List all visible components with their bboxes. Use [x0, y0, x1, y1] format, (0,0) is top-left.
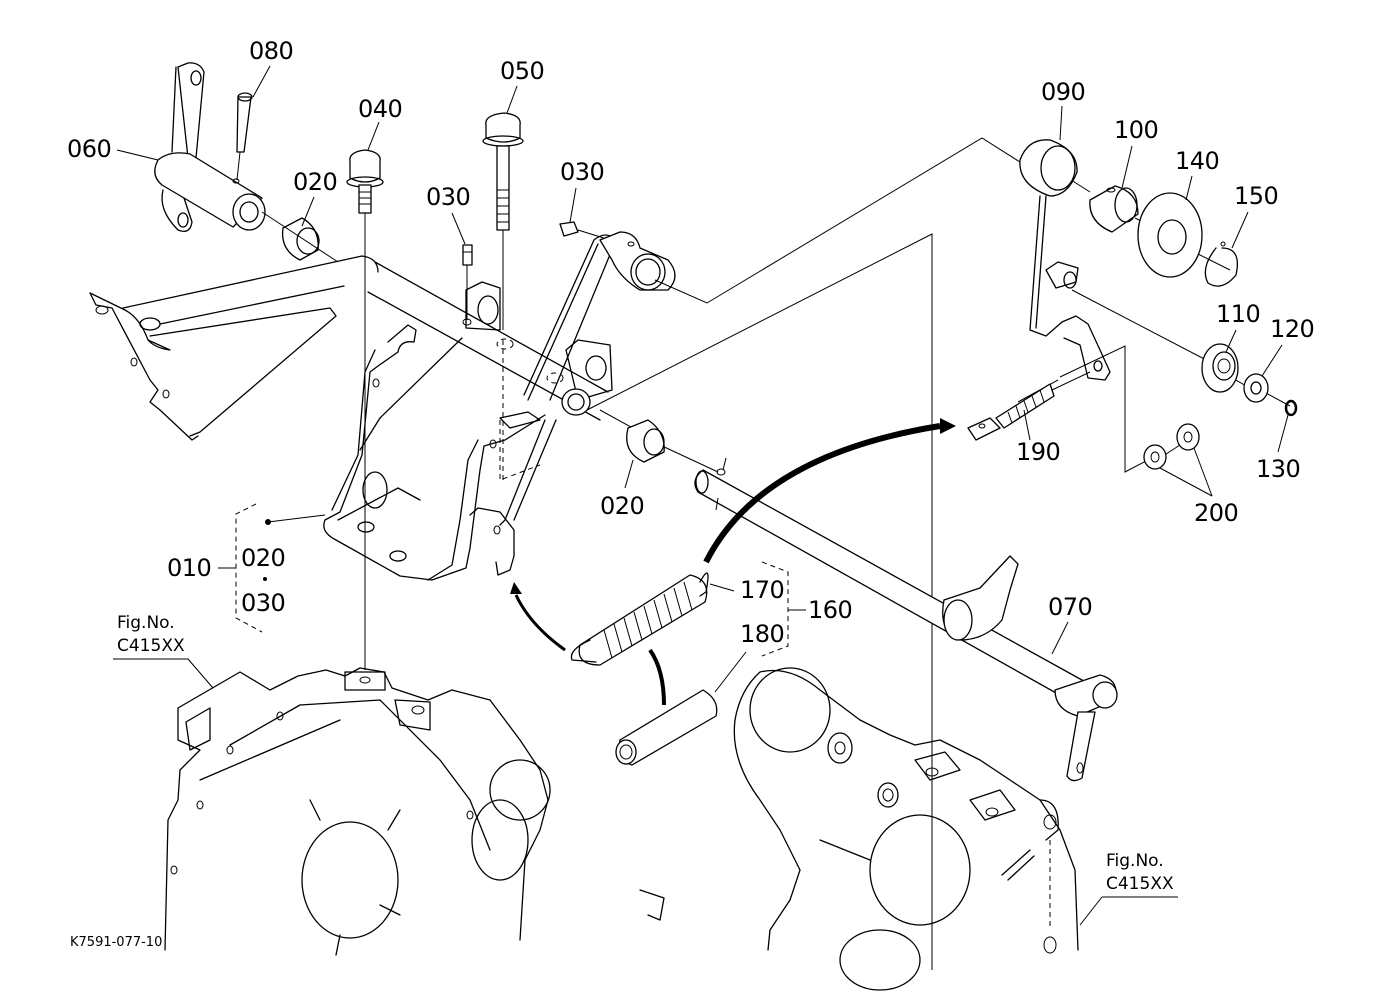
callout-050: 050	[500, 57, 544, 85]
arrowhead-icon	[510, 582, 522, 594]
part-030-grease-fitting-left	[462, 244, 473, 320]
part-010-bracket	[89, 231, 676, 581]
callout-100: 100	[1114, 116, 1158, 144]
callout-130: 130	[1256, 455, 1300, 483]
callout-090: 090	[1041, 78, 1085, 106]
callout-020-upper: 020	[293, 168, 337, 196]
fig-ref-right-line1: Fig.No.	[1106, 851, 1164, 871]
casting-right	[733, 667, 1079, 991]
part-170-spring	[570, 572, 709, 666]
part-040-bolt	[346, 149, 384, 670]
callouts: 080 060 020 040 050 030 030 090 100 140 …	[67, 37, 1315, 950]
arrowhead-icon	[940, 418, 956, 434]
part-080-pin	[236, 92, 253, 181]
callout-080: 080	[249, 37, 293, 65]
part-030-grease-fitting-right	[559, 221, 611, 241]
part-190-rod-end	[967, 371, 1091, 441]
part-120-washer	[1243, 373, 1269, 403]
callout-120: 120	[1270, 315, 1314, 343]
part-100-bushing	[1089, 185, 1139, 233]
part-020-bushing-upper	[261, 211, 339, 263]
callout-020-middle: 020	[600, 492, 644, 520]
arrow-spring-to-sleeve	[648, 648, 666, 706]
part-130-ring	[1284, 399, 1298, 417]
callout-010: 010	[167, 554, 211, 582]
arrow-spring-to-bracket	[514, 594, 566, 652]
assembly-arrows	[510, 418, 956, 706]
group-010-bracket	[235, 503, 263, 633]
callout-110: 110	[1216, 300, 1260, 328]
part-020-bushing-middle	[626, 419, 665, 463]
fig-ref-left-line1: Fig.No.	[117, 613, 175, 633]
fig-ref-right-line2: C415XX	[1106, 874, 1174, 894]
part-090-arm	[1019, 139, 1111, 381]
callout-160: 160	[808, 596, 852, 624]
callout-040: 040	[358, 95, 402, 123]
part-200-nuts	[1143, 423, 1200, 470]
callout-010-includes-030: 030	[241, 589, 285, 617]
group-160-bracket	[761, 561, 789, 657]
part-050-long-bolt	[482, 112, 524, 480]
callout-030-left: 030	[426, 183, 470, 211]
callout-030-right: 030	[560, 158, 604, 186]
dot-separator	[263, 577, 267, 581]
part-150-circlip	[1204, 241, 1239, 287]
drawing-code: K7591-077-10	[70, 935, 162, 950]
fig-ref-left-line2: C415XX	[117, 636, 185, 656]
part-140-washer	[1137, 192, 1203, 278]
part-060-lever	[154, 62, 266, 233]
callout-200: 200	[1194, 499, 1238, 527]
part-180-sleeve	[615, 689, 718, 766]
callout-150: 150	[1234, 182, 1278, 210]
arrow-spring-to-rod	[703, 423, 941, 564]
part-070-shaft	[694, 457, 1118, 782]
callout-140: 140	[1175, 147, 1219, 175]
callout-180: 180	[740, 620, 784, 648]
callout-060: 060	[67, 135, 111, 163]
part-110-bearing	[1201, 343, 1239, 393]
callout-010-includes-020: 020	[241, 544, 285, 572]
casting-left	[164, 667, 665, 956]
callout-070: 070	[1048, 593, 1092, 621]
callout-190: 190	[1016, 438, 1060, 466]
callout-170: 170	[740, 576, 784, 604]
